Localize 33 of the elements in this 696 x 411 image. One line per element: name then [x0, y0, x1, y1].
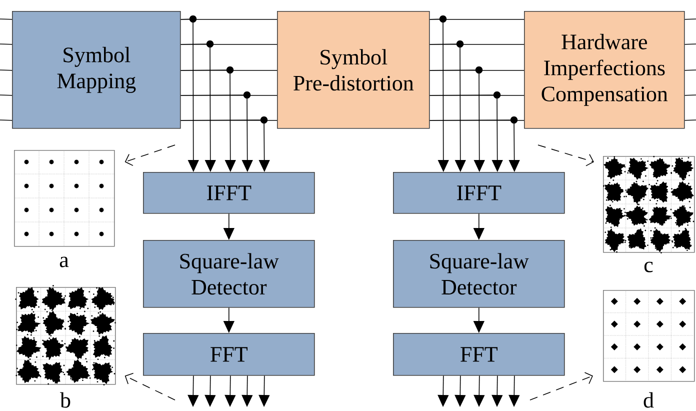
process-box: Symbol Pre-distortion [277, 11, 430, 129]
connector-line [0, 18, 12, 20]
process-box: FFT [143, 333, 315, 376]
connector-line [0, 94, 12, 96]
dashed-arrow [124, 144, 176, 166]
process-box: Square-law Detector [143, 240, 315, 308]
connector-line [0, 70, 12, 71]
connector-line [0, 120, 12, 121]
process-box: IFFT [143, 172, 315, 214]
process-box: Hardware Imperfections Compensation [524, 11, 685, 129]
panel-letter: d [644, 392, 654, 408]
process-box: Square-law Detector [393, 240, 565, 308]
connector-line [684, 18, 696, 20]
constellation-plot-drawing [602, 290, 695, 382]
connector-line [684, 120, 696, 121]
connector-line [0, 44, 12, 45]
dashed-arrow [124, 372, 176, 400]
panel-letter: b [60, 392, 70, 408]
connector-line [684, 44, 696, 45]
constellation-plot-drawing [15, 285, 116, 386]
connector-line [684, 70, 696, 71]
connector-line [684, 94, 696, 96]
constellation-plot-drawing [14, 150, 115, 247]
process-box: IFFT [393, 172, 565, 214]
process-box: FFT [393, 333, 565, 376]
connector-line [429, 19, 524, 20]
dashed-arrow [530, 372, 593, 400]
constellation-plot-drawing [602, 156, 695, 254]
dashed-arrow [538, 144, 594, 166]
process-box: Symbol Mapping [12, 11, 181, 129]
panel-letter: a [60, 256, 69, 268]
panel-letter: c [644, 262, 653, 272]
connector-line [180, 19, 278, 20]
